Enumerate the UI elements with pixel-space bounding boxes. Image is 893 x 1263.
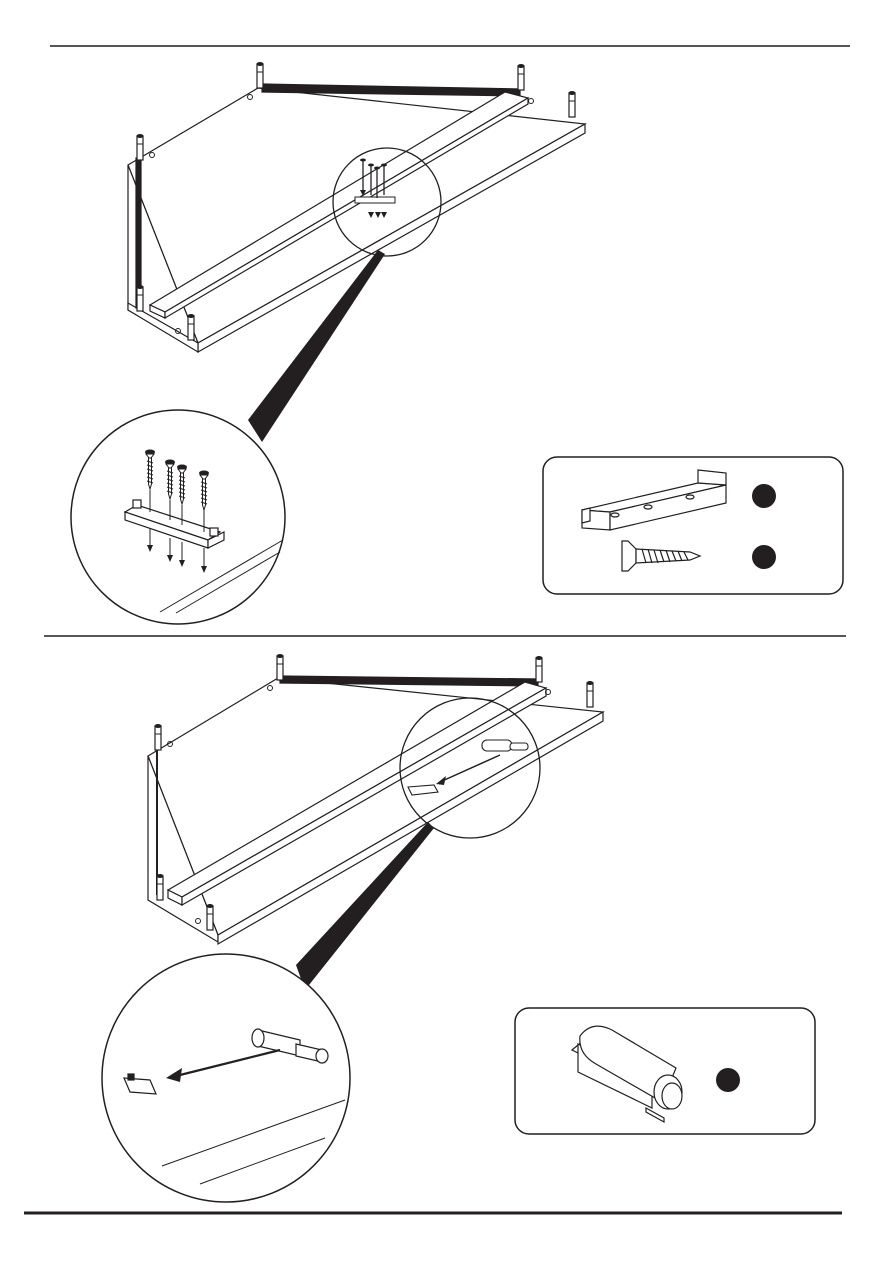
parts-callout-2 [515,1008,815,1134]
panel-illustration-1 [128,84,585,352]
parts-callout-1 [543,457,843,594]
zoom-detail-1 [71,410,285,624]
step-upper [50,46,850,624]
step-lower [44,636,846,1202]
part-badge-icon [752,545,776,569]
part-badge-icon [716,1068,740,1092]
panel-illustration-2 [148,676,603,944]
part-badge-icon [752,484,776,508]
zoom-detail-2 [102,954,350,1202]
